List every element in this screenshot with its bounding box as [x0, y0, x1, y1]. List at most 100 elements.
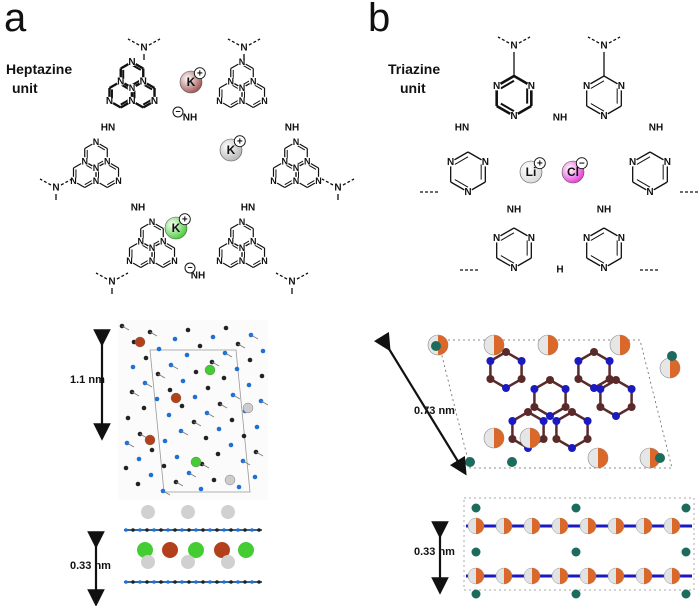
sheet-atom — [229, 580, 233, 584]
lattice-atom — [627, 403, 636, 411]
central-nitrogen-label: N — [239, 83, 246, 93]
lattice-atom — [185, 327, 191, 333]
interlayer-ion — [141, 555, 155, 569]
atom-bg — [237, 217, 247, 227]
lattice-atom — [247, 357, 253, 363]
triazine-nitrogen-label: N — [493, 233, 500, 244]
lithium-ball-shade — [494, 428, 504, 448]
lattice-atom — [574, 357, 583, 365]
triazine-topview-arrow — [373, 331, 467, 476]
atom-bg — [147, 243, 157, 253]
sheet-atom — [201, 528, 205, 532]
sheet-atom — [180, 580, 184, 584]
potassium-ion-bottom-charge-sign: + — [182, 214, 188, 225]
lattice-atom — [123, 465, 129, 471]
lattice-atom — [193, 369, 199, 375]
atom-bg — [509, 263, 519, 273]
atom-bg — [116, 77, 126, 86]
lattice-atom — [568, 408, 576, 416]
amine-linker-label: NH — [131, 203, 145, 214]
nitrogen-atom-label: N — [227, 236, 234, 246]
heptazine-top-view — [118, 320, 269, 500]
atom-bg — [170, 256, 179, 266]
triazine-lattice-ring — [533, 378, 567, 418]
side-view-frame — [463, 497, 695, 591]
nitrogen-atom-label: N — [239, 217, 246, 227]
chloride-ball — [681, 503, 691, 513]
atom-bg — [291, 163, 301, 173]
triazine-top-view — [427, 334, 681, 469]
lattice-atom — [612, 376, 620, 384]
triazine-double-bond — [636, 156, 651, 165]
lattice-atom — [223, 325, 229, 331]
nitrogen-atom-label: N — [261, 256, 268, 266]
triazine-nitrogen-label: N — [493, 81, 500, 92]
sheet-atom — [145, 580, 149, 584]
sheet-atom — [173, 580, 177, 584]
panel-a-letter: a — [4, 0, 27, 40]
negative-charge — [184, 262, 196, 274]
atom-bg — [237, 83, 247, 93]
nitrogen-atom-label: N — [293, 176, 300, 186]
atom-bg — [237, 256, 247, 266]
sheet-atom — [215, 528, 219, 532]
lattice-atom — [612, 412, 620, 420]
amine-linker-label: NH — [285, 123, 299, 134]
lattice-bond — [121, 325, 130, 331]
nitrogen-atom-label: N — [250, 236, 257, 246]
chloride-ball — [471, 547, 481, 557]
lattice-atom — [583, 435, 592, 443]
lattice-atom — [241, 433, 247, 439]
atom-bg — [662, 157, 672, 167]
terminal-bond — [321, 178, 334, 186]
lattice-atom — [211, 477, 217, 483]
triazine-double-bond — [590, 232, 605, 241]
interlayer-ion — [181, 505, 195, 519]
triazine-linker-label: NH — [649, 123, 663, 134]
atom-bg — [226, 77, 236, 86]
chloride-ion-charge-sign: − — [579, 158, 585, 169]
terminal-bond — [95, 272, 108, 280]
lithium-ion-charge — [533, 157, 546, 170]
sheet-atom — [194, 528, 198, 532]
atom-bg — [102, 157, 112, 166]
lattice-atom — [167, 387, 173, 393]
lithium-ion-charge-sign: + — [537, 158, 543, 169]
lattice-atom — [260, 348, 266, 354]
atom-bg — [463, 187, 473, 197]
lattice-atom — [486, 357, 495, 365]
terminal-bond — [296, 272, 309, 280]
lattice-atom — [184, 352, 190, 358]
lithium-ball-shade — [598, 448, 608, 468]
triazine-lattice-ring — [577, 350, 611, 390]
lattice-atom — [130, 364, 136, 370]
lattice-potassium — [134, 336, 146, 348]
lattice-bond — [162, 490, 171, 496]
negative-charge-sign: − — [187, 262, 192, 272]
heptazine-label-line2: unit — [12, 79, 38, 96]
lattice-atom — [590, 384, 598, 392]
sheet-atom — [215, 580, 219, 584]
atom-bg — [125, 256, 134, 266]
triazine-nitrogen-label: N — [618, 233, 625, 244]
nitrogen-atom-label: N — [239, 96, 246, 106]
triazine-label-line2: unit — [400, 79, 426, 96]
lattice-bond — [188, 472, 197, 478]
nitrogen-atom-label: N — [149, 217, 156, 227]
lattice-atom — [605, 357, 614, 365]
atom-bg — [91, 163, 101, 173]
atom-bg — [480, 157, 490, 167]
atom-bg — [80, 157, 90, 166]
lattice-atom — [502, 384, 510, 392]
sheet-atom — [257, 580, 261, 584]
triazine-nitrogen-label: N — [664, 157, 671, 168]
lithium-ball-shade — [616, 518, 624, 534]
terminal-bond — [116, 272, 129, 280]
lattice-potassium — [224, 474, 236, 486]
lattice-atom — [210, 334, 216, 340]
potassium-ion-center-charge — [233, 135, 246, 148]
sheet-atom — [131, 528, 135, 532]
dimension-arrows — [87, 329, 467, 606]
lattice-potassium — [190, 456, 202, 468]
